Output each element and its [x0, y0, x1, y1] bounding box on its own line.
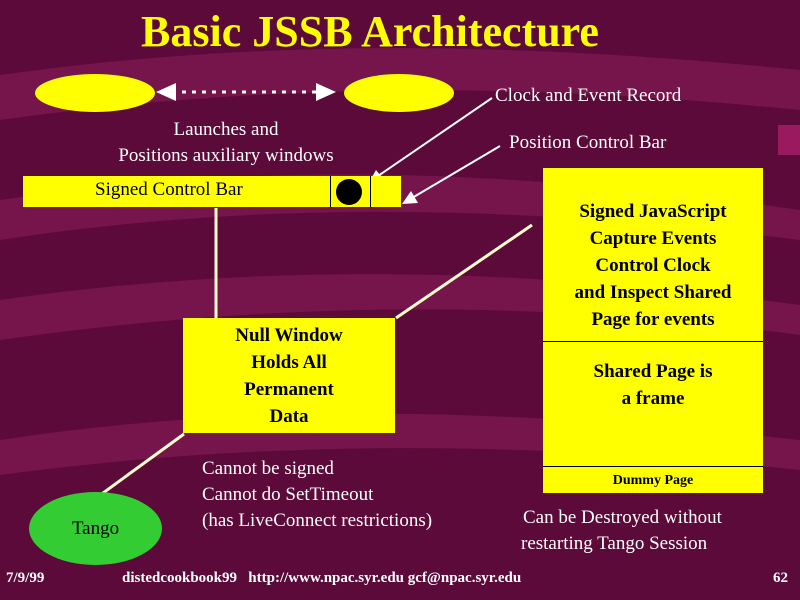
- tango-label: Tango: [71, 517, 120, 539]
- signed-control-bar-label: Signed Control Bar: [95, 179, 243, 200]
- clock-event-label: Clock and Event Record: [495, 85, 682, 106]
- cannot-line-2: Cannot do SetTimeout: [202, 484, 374, 506]
- tango-ellipse: Tango: [29, 492, 162, 565]
- signed-control-bar: Signed Control Bar: [23, 176, 401, 207]
- left-window-ellipse: [35, 74, 155, 112]
- signed-js-line-5: Page for events: [591, 309, 715, 330]
- js-to-null-line: [395, 223, 533, 320]
- launches-line-1: Launches and: [173, 119, 279, 140]
- null-window-line-1: Null Window: [235, 325, 343, 346]
- signed-js-line-3: Control Clock: [595, 255, 711, 276]
- destroyed-line-1: Can be Destroyed without: [523, 507, 722, 528]
- shared-page-text: Shared Page is a frame: [543, 358, 763, 412]
- dummy-page-label: Dummy Page: [612, 473, 694, 488]
- signed-js-line-1: Signed JavaScript: [579, 201, 727, 222]
- signed-js-text: Signed JavaScript Capture Events Control…: [543, 198, 763, 333]
- null-window-line-2: Holds All: [251, 352, 327, 373]
- bar-divider-right: [370, 176, 371, 207]
- shared-page-line-2: a frame: [621, 388, 685, 409]
- shared-page-line-1: Shared Page is: [593, 361, 713, 382]
- launches-label: Launches and Positions auxiliary windows: [86, 117, 366, 169]
- null-window-text: Null Window Holds All Permanent Data: [183, 322, 395, 430]
- footer-page-number: 62: [773, 570, 788, 586]
- arrowhead-right: [316, 83, 336, 101]
- cannot-line-3: (has LiveConnect restrictions): [202, 510, 433, 532]
- signed-js-box: Signed JavaScript Capture Events Control…: [543, 168, 763, 493]
- clock-arrow-line: [377, 97, 493, 177]
- bar-divider-left: [330, 176, 331, 207]
- destroyed-text: Can be Destroyed without restarting Tang…: [521, 505, 722, 557]
- position-arrow-line: [411, 145, 501, 199]
- arrowhead-left: [156, 83, 176, 101]
- null-window-line-3: Permanent: [244, 379, 334, 400]
- launches-line-2: Positions auxiliary windows: [118, 145, 334, 167]
- slide-title: Basic JSSB Architecture: [141, 7, 599, 56]
- record-dot-icon: [336, 179, 362, 205]
- signed-js-line-2: Capture Events: [589, 228, 717, 249]
- corner-tab: [778, 125, 800, 155]
- dummy-page-divider: [543, 466, 763, 467]
- signed-js-line-4: and Inspect Shared: [574, 282, 732, 303]
- null-window-box: Null Window Holds All Permanent Data: [183, 318, 395, 433]
- null-window-line-4: Data: [269, 406, 309, 427]
- cannot-line-1: Cannot be signed: [202, 458, 334, 479]
- footer-center: distedcookbook99 http://www.npac.syr.edu…: [122, 570, 522, 586]
- destroyed-line-2: restarting Tango Session: [521, 533, 708, 555]
- position-arrowhead: [402, 191, 418, 204]
- footer-date: 7/9/99: [6, 570, 45, 586]
- right-window-ellipse: [344, 74, 454, 112]
- cannot-text: Cannot be signed Cannot do SetTimeout (h…: [202, 456, 432, 535]
- position-control-label: Position Control Bar: [509, 132, 667, 153]
- shared-page-divider: [543, 341, 763, 342]
